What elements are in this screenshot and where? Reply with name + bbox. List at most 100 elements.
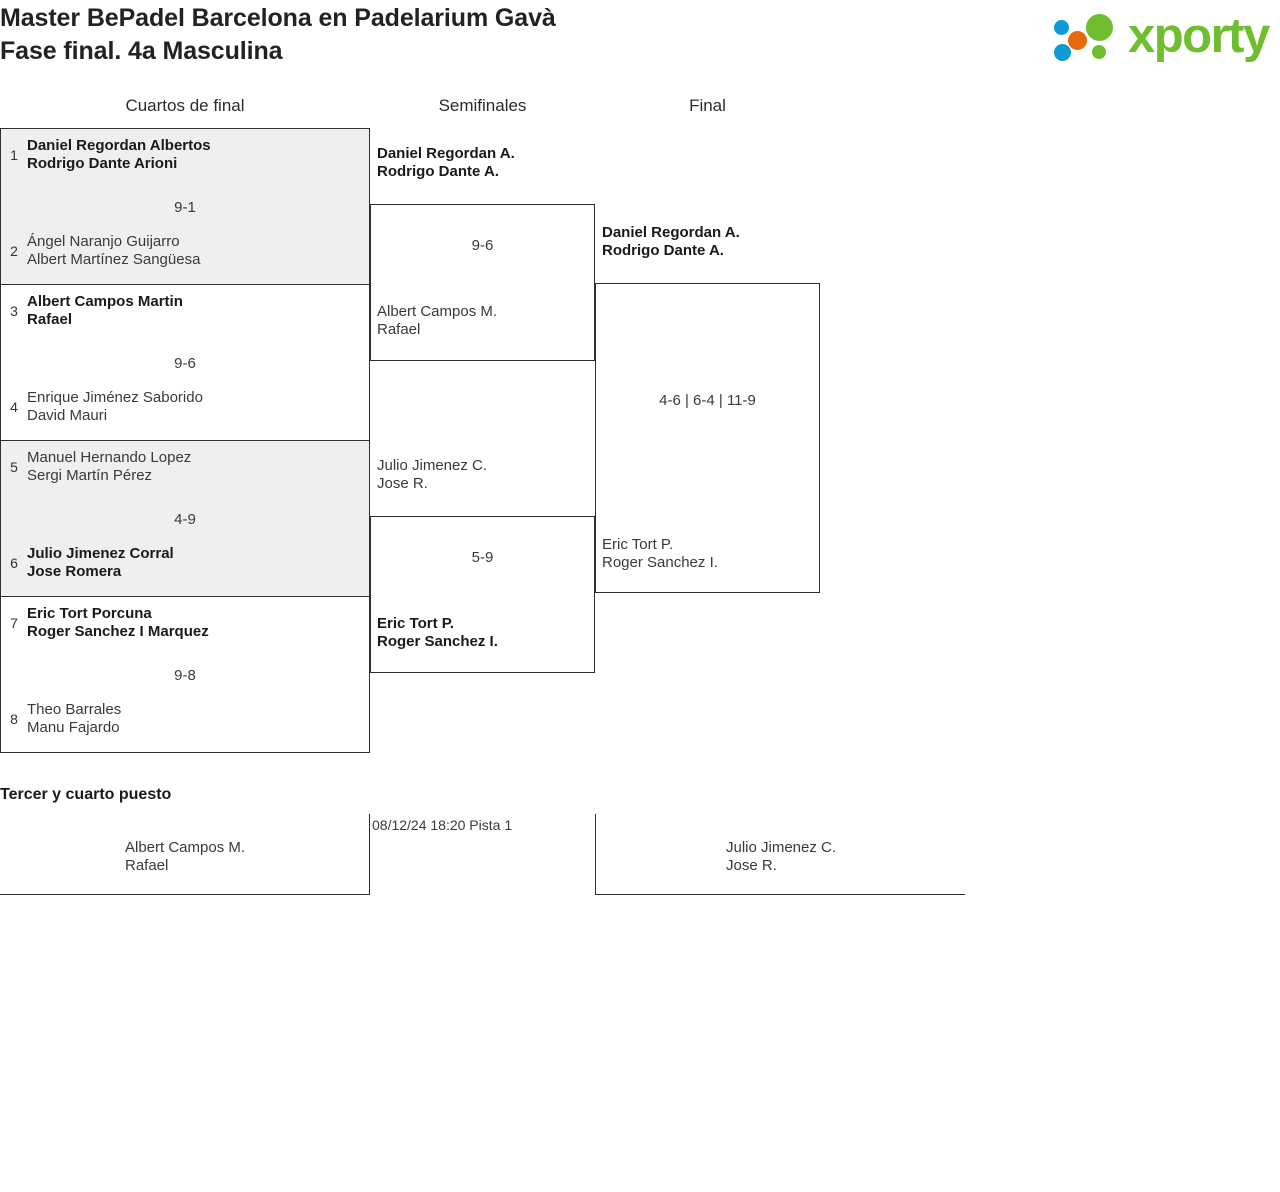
team-names: Julio Jimenez C. Jose R. (726, 839, 836, 875)
player-name: Rodrigo Dante Arioni (27, 155, 178, 172)
player-name: Manu Fajardo (27, 719, 120, 736)
player-name: Eric Tort P. (377, 615, 454, 632)
team-entry[interactable]: 1 Daniel Regordan Albertos Rodrigo Dante… (1, 137, 369, 173)
team-entry[interactable]: Eric Tort P. Roger Sanchez I. (377, 615, 594, 651)
xporty-logo[interactable]: xporty (1040, 8, 1272, 64)
match-quarterfinal-2[interactable]: 3 Albert Campos Martin Rafael 9-6 4 Enri… (0, 284, 370, 441)
third-place-schedule: 08/12/24 18:20 Pista 1 (372, 817, 513, 833)
team-entry[interactable]: 5 Manuel Hernando Lopez Sergi Martín Pér… (1, 449, 369, 485)
page-title-line-1: Master BePadel Barcelona en Padelarium G… (0, 4, 556, 32)
player-name: Rodrigo Dante A. (377, 163, 499, 180)
team-names: Daniel Regordan Albertos Rodrigo Dante A… (27, 137, 211, 173)
player-name: Manuel Hernando Lopez (27, 449, 192, 466)
team-names: Ángel Naranjo Guijarro Albert Martínez S… (27, 233, 200, 269)
logo-dot-green-small-icon (1092, 45, 1106, 59)
player-name: Eric Tort Porcuna (27, 605, 152, 622)
team-names: Albert Campos Martin Rafael (27, 293, 183, 329)
player-name: Rafael (27, 311, 73, 328)
seed-number: 2 (10, 243, 18, 259)
player-name: Jose Romera (27, 563, 122, 580)
player-name: Roger Sanchez I Marquez (27, 623, 209, 640)
player-name: Daniel Regordan A. (377, 145, 515, 162)
bracket-tree: 1 Daniel Regordan Albertos Rodrigo Dante… (0, 128, 820, 753)
team-names: Daniel Regordan A. Rodrigo Dante A. (602, 224, 740, 260)
team-entry[interactable]: Daniel Regordan A. Rodrigo Dante A. (602, 224, 819, 260)
player-name: Ángel Naranjo Guijarro (27, 233, 180, 250)
player-name: Jose R. (726, 857, 777, 874)
match-quarterfinal-3[interactable]: 5 Manuel Hernando Lopez Sergi Martín Pér… (0, 440, 370, 597)
seed-number: 3 (10, 303, 18, 319)
xporty-logo-dots-icon (1054, 14, 1120, 61)
player-name: Roger Sanchez I. (602, 554, 718, 571)
logo-dot-blue-top-icon (1054, 20, 1069, 35)
match-score: 4-6 | 6-4 | 11-9 (659, 392, 756, 409)
team-entry[interactable]: Eric Tort P. Roger Sanchez I. (602, 536, 819, 572)
player-name: Theo Barrales (27, 701, 122, 718)
logo-dot-blue-bottom-icon (1054, 44, 1071, 61)
team-names: Enrique Jiménez Saborido David Mauri (27, 389, 203, 425)
team-entry[interactable]: 7 Eric Tort Porcuna Roger Sanchez I Marq… (1, 605, 369, 641)
seed-number: 8 (10, 711, 18, 727)
logo-wordmark: xporty (1128, 9, 1270, 63)
round-heading-semifinals: Semifinales (438, 96, 527, 115)
match-score: 5-9 (471, 549, 494, 566)
team-names: Eric Tort P. Roger Sanchez I. (377, 615, 498, 651)
team-names: Eric Tort P. Roger Sanchez I. (602, 536, 718, 572)
player-name: Rodrigo Dante A. (602, 242, 724, 259)
third-place-section: Albert Campos M. Rafael 08/12/24 18:20 P… (0, 814, 980, 896)
player-name: Albert Campos M. (125, 839, 246, 856)
team-entry[interactable]: 8 Theo Barrales Manu Fajardo (1, 701, 369, 737)
third-place-team-left[interactable]: Albert Campos M. Rafael (0, 814, 370, 895)
player-name: Jose R. (377, 475, 428, 492)
team-names: Julio Jimenez C. Jose R. (377, 457, 487, 493)
player-name: Albert Martínez Sangüesa (27, 251, 201, 268)
seed-number: 1 (10, 147, 18, 163)
logo-dot-orange-icon (1068, 31, 1087, 50)
match-score: 9-1 (174, 199, 196, 216)
team-entry[interactable]: Julio Jimenez C. Jose R. (377, 457, 594, 493)
match-final[interactable]: Daniel Regordan A. Rodrigo Dante A. 4-6 … (595, 224, 820, 593)
team-names: Albert Campos M. Rafael (377, 303, 497, 339)
player-name: Julio Jimenez C. (377, 457, 488, 474)
team-entry[interactable]: 3 Albert Campos Martin Rafael (1, 293, 369, 329)
match-score: 9-6 (174, 355, 196, 372)
player-name: Enrique Jiménez Saborido (27, 389, 203, 406)
team-names: Albert Campos M. Rafael (125, 839, 245, 875)
player-name: Roger Sanchez I. (377, 633, 498, 650)
team-names: Theo Barrales Manu Fajardo (27, 701, 121, 737)
player-name: Eric Tort P. (602, 536, 674, 553)
team-names: Daniel Regordan A. Rodrigo Dante A. (377, 145, 515, 181)
team-entry[interactable]: 2 Ángel Naranjo Guijarro Albert Martínez… (1, 233, 369, 269)
match-quarterfinal-1[interactable]: 1 Daniel Regordan Albertos Rodrigo Dante… (0, 128, 370, 285)
player-name: Julio Jimenez Corral (27, 545, 174, 562)
player-name: Albert Campos Martin (27, 293, 183, 310)
seed-number: 6 (10, 555, 18, 571)
player-name: Rafael (377, 321, 421, 338)
player-name: David Mauri (27, 407, 108, 424)
player-name: Albert Campos M. (377, 303, 498, 320)
match-score: 4-9 (174, 511, 196, 528)
match-semifinal-2[interactable]: Julio Jimenez C. Jose R. 5-9 Eric Tort P… (370, 457, 595, 673)
round-heading-quarterfinals: Cuartos de final (125, 96, 245, 115)
player-name: Rafael (125, 857, 169, 874)
round-heading-final: Final (689, 96, 726, 115)
team-names: Manuel Hernando Lopez Sergi Martín Pérez (27, 449, 191, 485)
match-score: 9-8 (174, 667, 196, 684)
team-names: Eric Tort Porcuna Roger Sanchez I Marque… (27, 605, 209, 641)
match-score: 9-6 (471, 237, 494, 254)
third-place-heading: Tercer y cuarto puesto (0, 786, 172, 803)
team-entry[interactable]: 4 Enrique Jiménez Saborido David Mauri (1, 389, 369, 425)
seed-number: 4 (10, 399, 18, 415)
page-title-line-2: Fase final. 4a Masculina (0, 37, 283, 65)
seed-number: 5 (10, 459, 18, 475)
page-title: Master BePadel Barcelona en Padelarium G… (0, 2, 900, 68)
match-quarterfinal-4[interactable]: 7 Eric Tort Porcuna Roger Sanchez I Marq… (0, 596, 370, 753)
team-names: Julio Jimenez Corral Jose Romera (27, 545, 174, 581)
third-place-team-right[interactable]: Julio Jimenez C. Jose R. (595, 814, 965, 895)
team-entry[interactable]: Albert Campos M. Rafael (377, 303, 594, 339)
player-name: Sergi Martín Pérez (27, 467, 153, 484)
team-entry[interactable]: 6 Julio Jimenez Corral Jose Romera (1, 545, 369, 581)
team-entry[interactable]: Daniel Regordan A. Rodrigo Dante A. (377, 145, 594, 181)
match-semifinal-1[interactable]: Daniel Regordan A. Rodrigo Dante A. 9-6 … (370, 145, 595, 361)
